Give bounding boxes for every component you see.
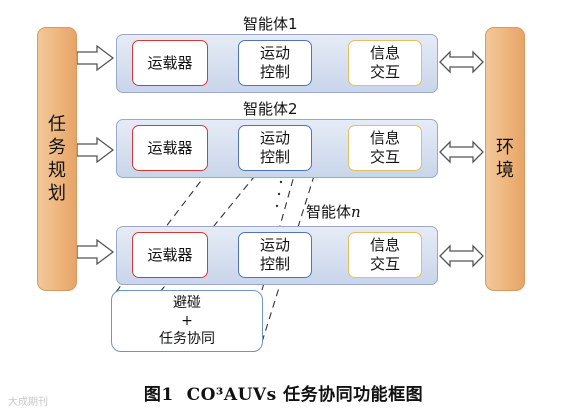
- note-line-1: 避碰: [173, 295, 201, 311]
- agent-2-info-module: 信息交互: [348, 125, 422, 171]
- watermark: 大成期刊: [8, 397, 48, 408]
- arrow-plan-to-agent2: [76, 136, 115, 164]
- environment-bar: 环境: [485, 27, 525, 291]
- figure-number: 图1: [143, 385, 174, 405]
- arrow-plan-to-agentn: [76, 238, 115, 266]
- agent-1-info-label: 信息交互: [369, 44, 400, 81]
- agent-n-box: 运载器 运动控制 信息交互: [116, 226, 438, 285]
- figure-title: CO³AUVs 任务协同功能框图: [186, 385, 424, 405]
- agent-1-vehicle-module: 运载器: [132, 40, 208, 86]
- agent-n-vehicle-module: 运载器: [132, 232, 208, 278]
- agent-2-title: 智能体2: [243, 100, 298, 118]
- double-arrow-agentn-env: [439, 244, 484, 268]
- note-line-2: +: [181, 313, 193, 329]
- note-line-3: 任务协同: [159, 331, 215, 347]
- agent-2-box: 运载器 运动控制 信息交互: [116, 119, 438, 178]
- double-arrow-agent2-env: [439, 140, 484, 164]
- agent-n-motion-label: 运动控制: [259, 236, 290, 273]
- figure-caption: 图1 CO³AUVs 任务协同功能框图: [0, 380, 567, 405]
- agent-1-motion-module: 运动控制: [238, 40, 312, 86]
- collision-avoidance-note: 避碰 + 任务协同: [111, 290, 263, 352]
- agent-n-title-prefix: 智能体: [306, 203, 352, 221]
- ellipsis-dot-1: [279, 180, 283, 184]
- agent-1-title: 智能体1: [243, 15, 298, 33]
- arrow-plan-to-agent1: [76, 44, 115, 72]
- agent-2-info-label: 信息交互: [369, 129, 400, 166]
- ellipsis-dot-2: [277, 192, 281, 196]
- agent-n-vehicle-label: 运载器: [147, 245, 193, 264]
- agent-2-vehicle-module: 运载器: [132, 125, 208, 171]
- environment-label: 环境: [496, 137, 514, 181]
- ellipsis-dot-3: [275, 204, 279, 208]
- agent-2-vehicle-label: 运载器: [147, 138, 193, 157]
- agent-n-title: 智能体n: [306, 203, 361, 221]
- agent-n-motion-module: 运动控制: [238, 232, 312, 278]
- task-planning-label: 任务规划: [48, 114, 66, 204]
- agent-1-info-module: 信息交互: [348, 40, 422, 86]
- agent-1-vehicle-label: 运载器: [147, 53, 193, 72]
- agent-1-motion-label: 运动控制: [259, 44, 290, 81]
- agent-n-info-label: 信息交互: [369, 236, 400, 273]
- agent-2-motion-module: 运动控制: [238, 125, 312, 171]
- task-planning-bar: 任务规划: [37, 27, 77, 291]
- agent-2-motion-label: 运动控制: [259, 129, 290, 166]
- agent-n-info-module: 信息交互: [348, 232, 422, 278]
- agent-1-box: 运载器 运动控制 信息交互: [116, 34, 438, 93]
- agent-n-title-index: n: [351, 203, 361, 221]
- double-arrow-agent1-env: [439, 50, 484, 74]
